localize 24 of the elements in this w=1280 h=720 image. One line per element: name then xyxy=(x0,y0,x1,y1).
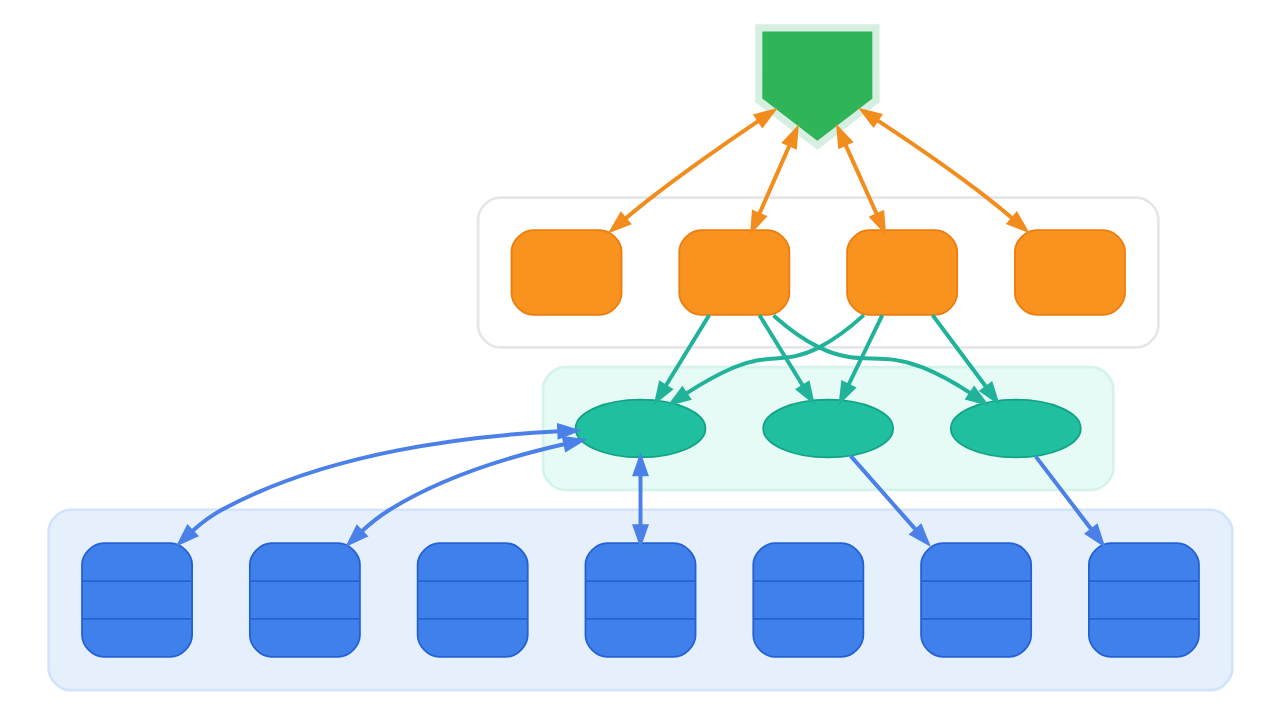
arrow xyxy=(666,313,865,407)
node-ellipse xyxy=(949,398,1082,459)
node-box xyxy=(510,229,622,316)
arrow xyxy=(1033,455,1105,548)
arrow xyxy=(749,124,799,235)
arrow xyxy=(835,123,886,236)
node-box xyxy=(677,229,790,316)
arrow xyxy=(837,314,884,406)
arrow xyxy=(631,452,649,549)
arrow xyxy=(653,314,711,406)
node-ellipse xyxy=(761,398,894,459)
arrow xyxy=(771,314,989,406)
arrow xyxy=(930,313,1000,406)
cluster xyxy=(46,508,1234,692)
node-box xyxy=(845,229,958,316)
arrow xyxy=(857,107,1030,234)
node-box xyxy=(1013,229,1126,316)
arrow xyxy=(175,422,581,547)
arrow xyxy=(344,436,587,548)
arrow xyxy=(757,314,815,406)
cluster xyxy=(541,365,1115,492)
arrow xyxy=(848,454,931,548)
node-ellipse xyxy=(574,398,706,459)
arrow xyxy=(607,107,778,234)
